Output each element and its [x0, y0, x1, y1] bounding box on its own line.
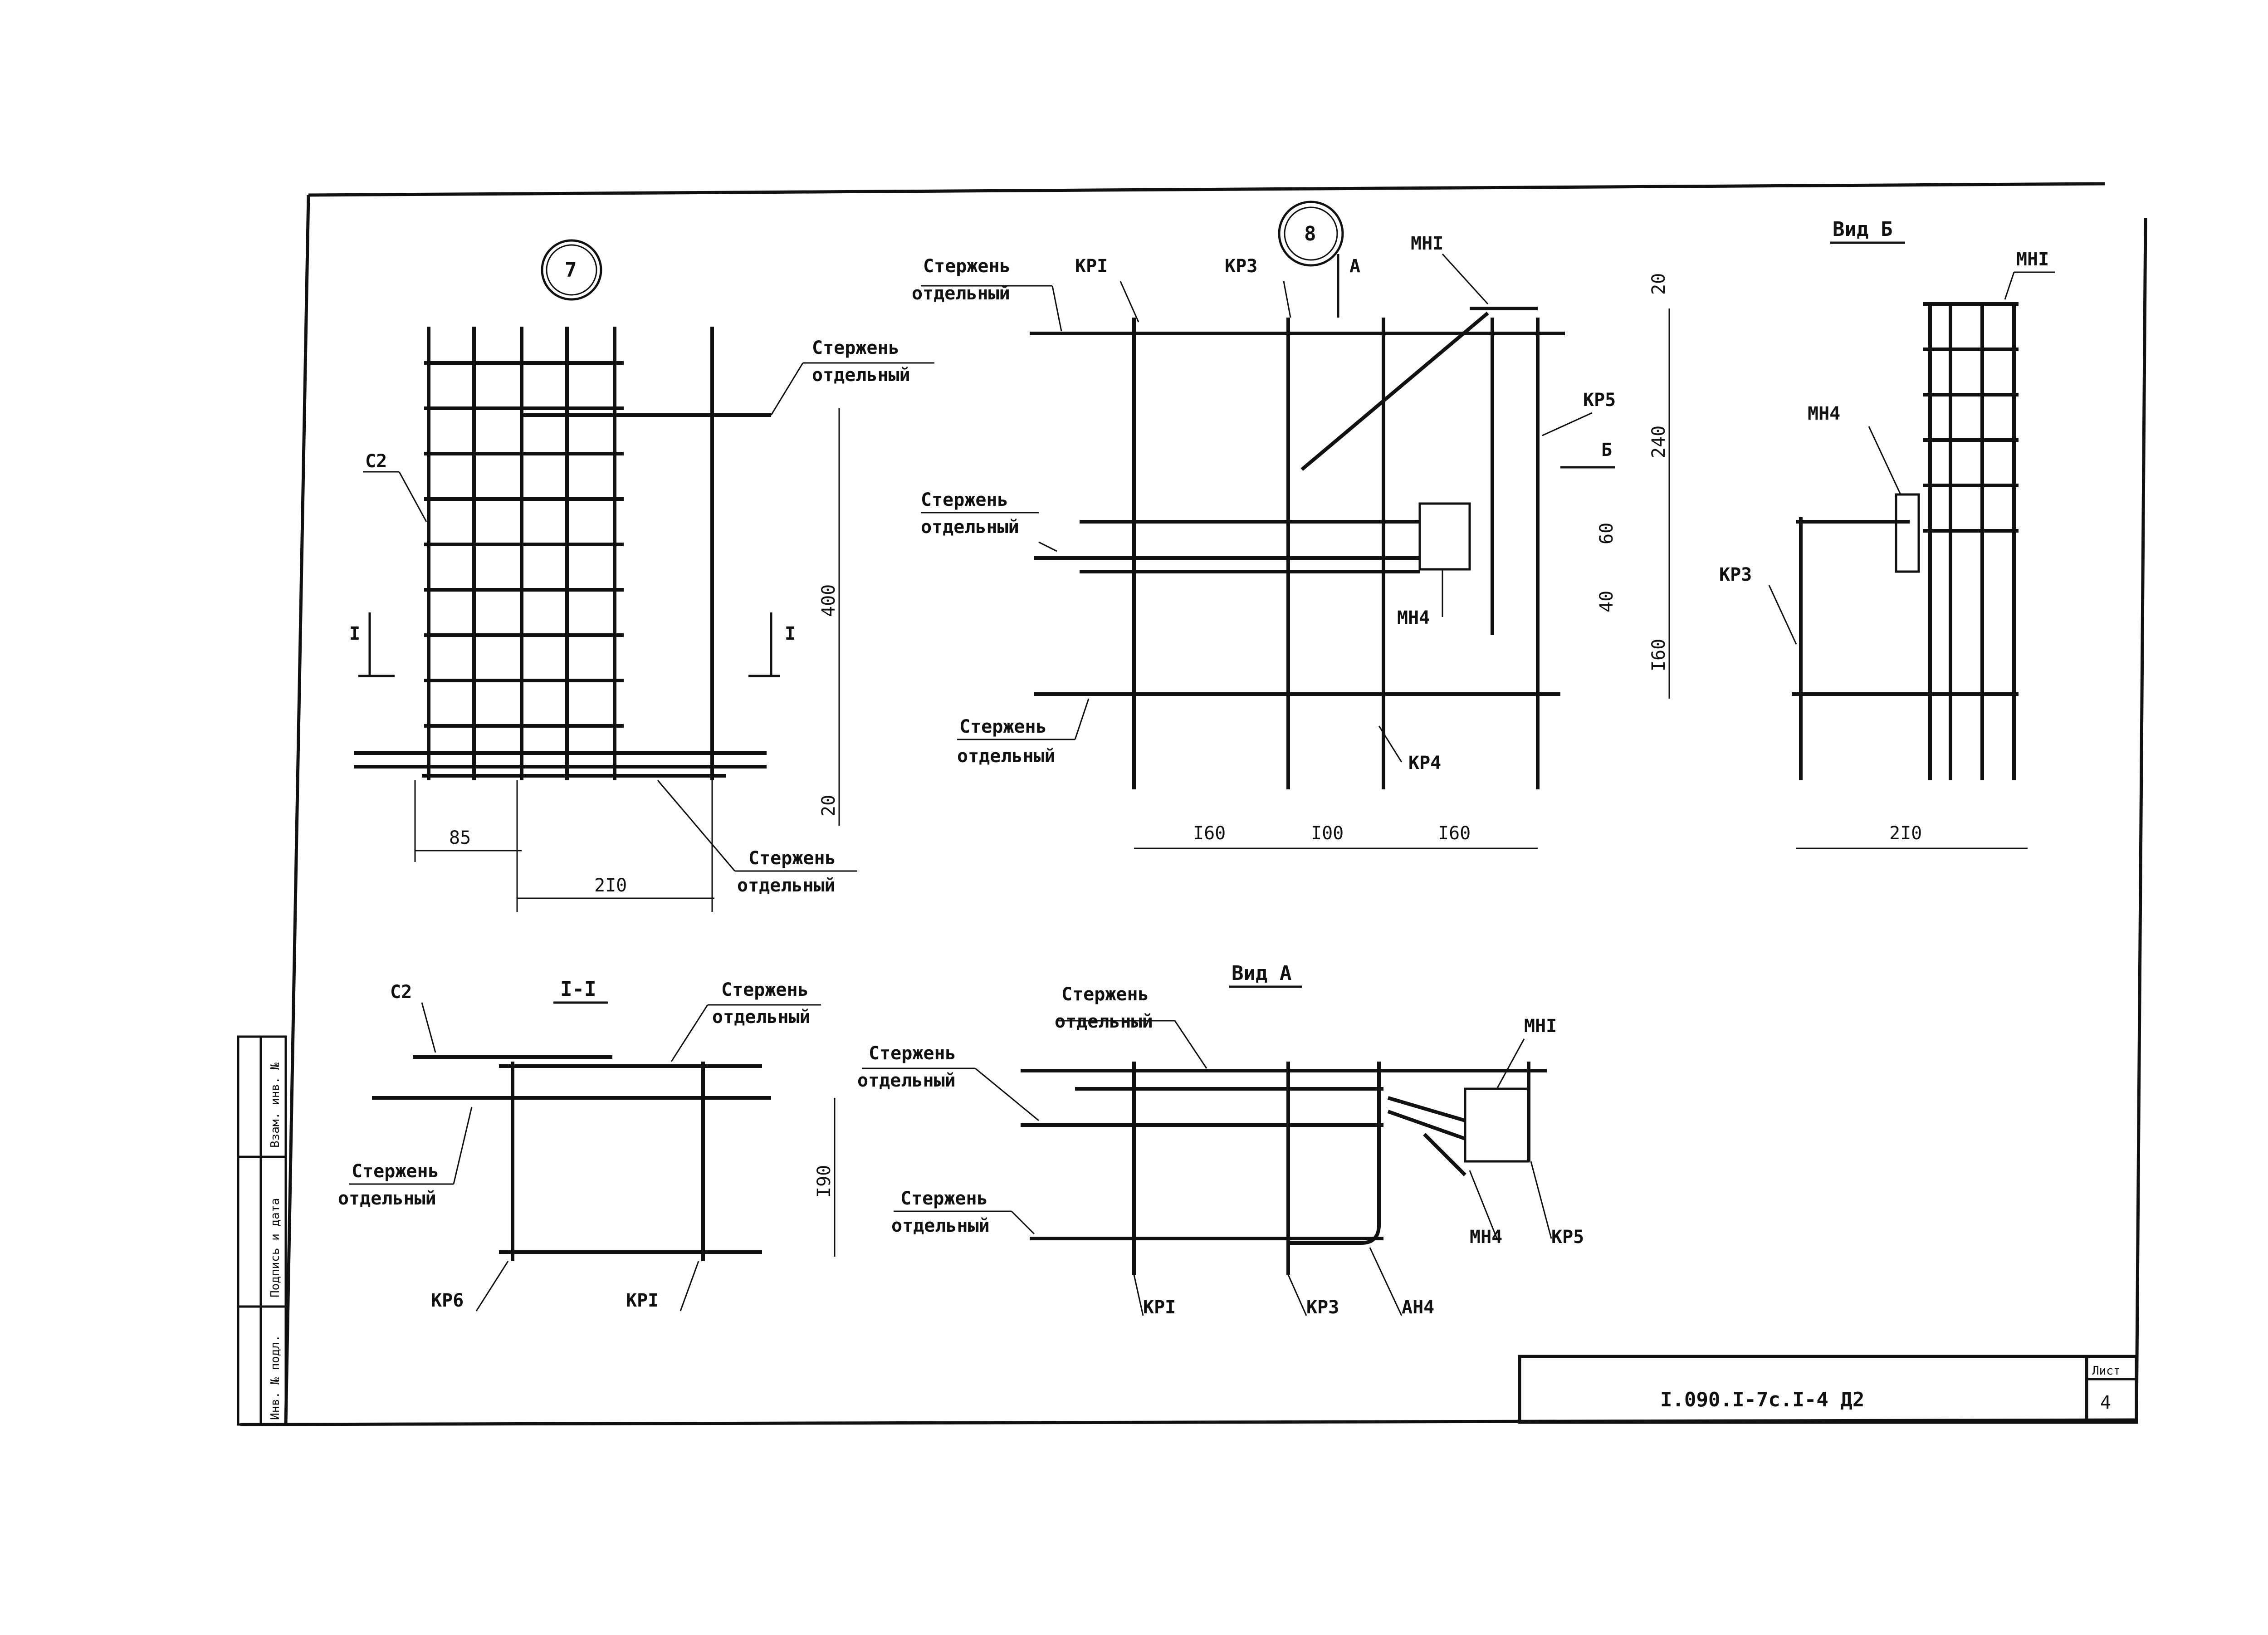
view-a-title: Вид А	[1232, 962, 1291, 985]
view-b-kp3-label: КР3	[1719, 564, 1752, 585]
stamp-col3: Инв. № подл.	[269, 1335, 282, 1420]
section-c2-label: С2	[390, 982, 412, 1003]
node-8-view: 8 А Стержень отдельный КРI КР3 МНI КР	[912, 201, 1670, 849]
node8-dim-160v: I60	[1648, 639, 1669, 671]
node8-dim-40: 40	[1596, 591, 1617, 612]
node7-dim-20: 20	[818, 795, 839, 817]
node7-rod-top-l2: отдельный	[812, 365, 910, 386]
view-b-mn1-label: МНI	[2016, 249, 2049, 270]
node8-rod1-l2: отдельный	[912, 283, 1010, 304]
node8-dim-100: I00	[1311, 823, 1344, 844]
section-dim-190: I90	[814, 1165, 835, 1198]
node7-c2-label: С2	[365, 451, 387, 472]
mesh-c2	[354, 327, 771, 780]
node7-rod-bottom-l2: отдельный	[737, 875, 836, 896]
node8-dim-20: 20	[1648, 273, 1669, 295]
node-8-number: 8	[1304, 222, 1316, 245]
node-8-marker	[1278, 201, 1344, 267]
node8-mn4-label: МН4	[1397, 607, 1430, 628]
view-b-mn4-label: МН4	[1808, 403, 1840, 424]
node8-mn1-label: МНI	[1411, 233, 1443, 254]
sheet-label: Лист	[2092, 1364, 2121, 1378]
node-7-view: 7 Стержень	[349, 239, 934, 912]
view-a-kp3-label: КР3	[1306, 1297, 1339, 1318]
node7-dim-210: 2I0	[594, 875, 627, 896]
node7-rod-bottom-l1: Стержень	[748, 848, 836, 869]
node8-dim-160b: I60	[1438, 823, 1471, 844]
view-a-rod3-l2: отдельный	[891, 1215, 990, 1236]
node8-mn4-plate	[1418, 502, 1471, 571]
view-b-dim-210: 2I0	[1889, 823, 1922, 844]
node8-dim-160a: I60	[1193, 823, 1226, 844]
node7-rod-top-l1: Стержень	[812, 338, 899, 358]
stamp-col2: Подпись и дата	[269, 1198, 282, 1297]
section-rod2-l2: отдельный	[338, 1188, 436, 1209]
stamp-col1: Взам. инв. №	[269, 1062, 282, 1148]
node7-dim-85: 85	[449, 827, 471, 848]
node7-dim-400: 400	[818, 584, 839, 617]
view-a-mn4-label: МН4	[1470, 1227, 1502, 1248]
view-a-rod2-l1: Стержень	[869, 1043, 956, 1064]
view-a-kp5-label: КР5	[1551, 1227, 1584, 1248]
section-kpi-label: КРI	[626, 1290, 659, 1311]
section-rod2-l1: Стержень	[352, 1161, 439, 1182]
drawing-code: I.090.I-7с.I-4 Д2	[1660, 1388, 1864, 1411]
view-a-rod1-l1: Стержень	[1061, 984, 1149, 1005]
node7-section-mark-left: I	[349, 623, 360, 644]
view-a-rod1-l2: отдельный	[1055, 1011, 1153, 1032]
node8-dim-60: 60	[1596, 523, 1617, 544]
section-title: I-I	[560, 978, 596, 1001]
node-7-number: 7	[565, 259, 577, 282]
view-a: Вид А Стержень отдельный Стержень отдель…	[857, 962, 1584, 1318]
node7-section-mark-right: I	[785, 623, 796, 644]
node8-arrow-a: А	[1349, 256, 1360, 277]
node8-dim-240: 240	[1648, 426, 1669, 458]
section-rod1-l2: отдельный	[712, 1007, 811, 1028]
view-a-kpi-label: КРI	[1143, 1297, 1176, 1318]
node8-rod3-l2: отдельный	[957, 746, 1056, 767]
sheet-number: 4	[2100, 1392, 2111, 1413]
node8-rod3-l1: Стержень	[959, 716, 1047, 737]
view-b: Вид Б МНI МН4 КР3 2I0	[1719, 218, 2055, 849]
view-a-mn1-label: МНI	[1524, 1016, 1557, 1037]
section-rod1-l1: Стержень	[721, 979, 809, 1000]
view-b-title: Вид Б	[1833, 218, 1892, 241]
node8-kr1-label: КРI	[1075, 256, 1108, 277]
view-a-rod3-l1: Стержень	[900, 1188, 988, 1209]
node8-rod2-l2: отдельный	[921, 517, 1019, 538]
node8-kp4-label: КР4	[1408, 753, 1441, 773]
node8-rod1-l1: Стержень	[923, 256, 1011, 277]
view-a-an4-label: АН4	[1402, 1297, 1434, 1318]
node8-rod2-l1: Стержень	[921, 490, 1008, 510]
node8-kp5-label: КР5	[1583, 390, 1616, 411]
node-7-marker	[541, 239, 602, 301]
section-1-1: I-I С2 Стержень отдельный Стержень отдел…	[338, 978, 836, 1312]
side-stamp: Взам. инв. № Подпись и дата Инв. № подл.	[237, 1035, 287, 1426]
section-kp6-label: КР6	[431, 1290, 464, 1311]
title-block: I.090.I-7с.I-4 Д2 Лист 4	[1518, 1355, 2138, 1424]
node8-arrow-b: Б	[1601, 440, 1612, 460]
view-a-rod2-l2: отдельный	[857, 1070, 956, 1091]
node8-kp3-label: КР3	[1225, 256, 1257, 277]
view-a-mn1-plate	[1464, 1087, 1530, 1163]
